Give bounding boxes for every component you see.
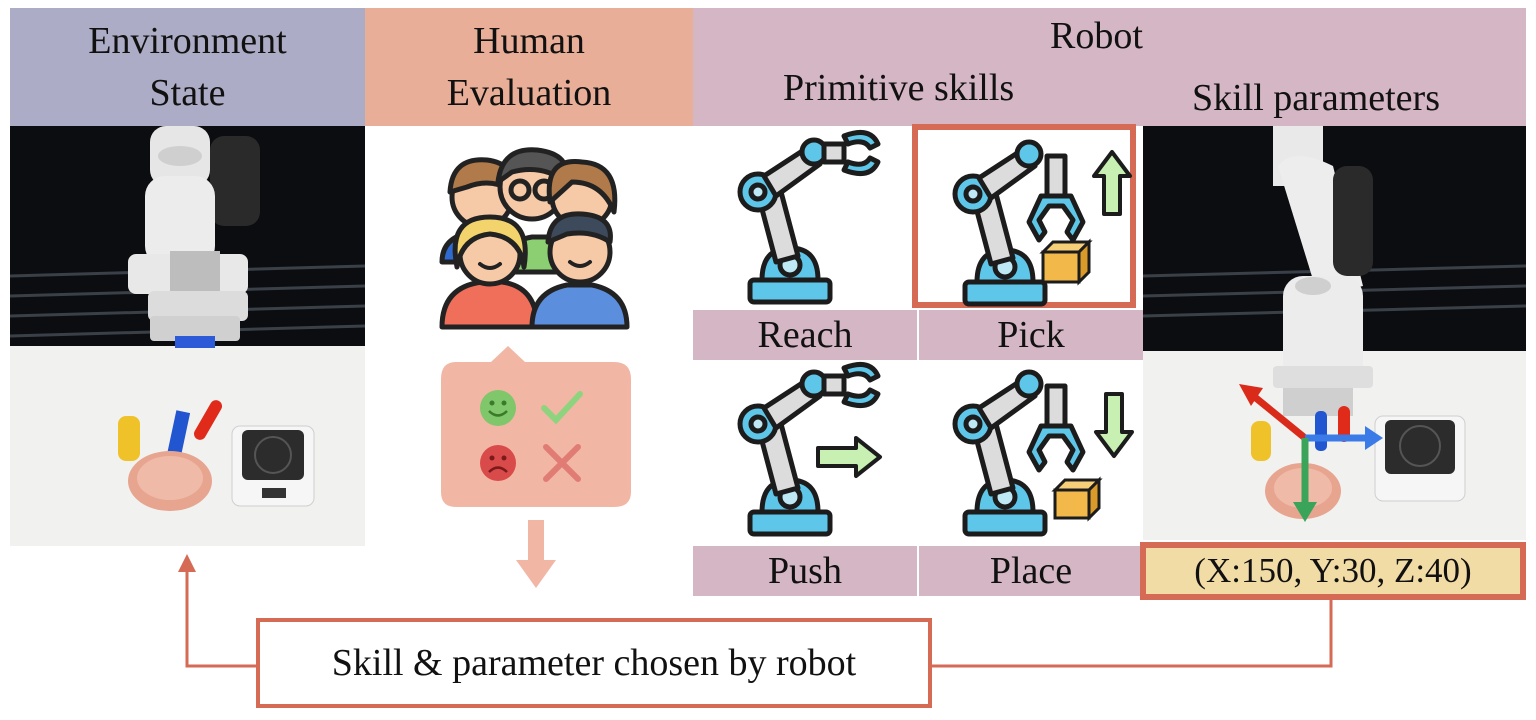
human-header-band	[365, 8, 693, 126]
reach-robot-icon	[720, 129, 881, 310]
down-arrow-icon	[1094, 392, 1134, 458]
skill-label-pick: Pick	[919, 310, 1143, 360]
environment-header-band	[10, 8, 365, 126]
human-evaluation-header: Human Evaluation	[365, 12, 693, 122]
skill-label-place: Place	[919, 546, 1143, 596]
skill-label-text: Pick	[997, 314, 1065, 356]
coordinate-axes	[1239, 384, 1383, 522]
skill-chosen-box: Skill & parameter chosen by robot	[256, 618, 932, 708]
cross-icon	[543, 444, 581, 482]
human-header-line1: Human	[473, 20, 585, 62]
smiley-face-icon	[480, 390, 516, 426]
parameter-value-text: (X:150, Y:30, Z:40)	[1194, 551, 1472, 590]
check-icon	[541, 391, 583, 425]
robot-header: Robot	[1050, 15, 1143, 57]
parameter-value-box: (X:150, Y:30, Z:40)	[1140, 542, 1526, 600]
skill-label-push: Push	[693, 546, 917, 596]
environment-photo	[10, 126, 365, 546]
skill-parameters-photo	[1143, 126, 1526, 540]
skill-parameters-header: Skill parameters	[1192, 77, 1440, 119]
environment-state-header: Environment State	[10, 12, 365, 122]
human-header-line2: Evaluation	[446, 72, 612, 114]
place-robot-icon	[935, 362, 1103, 542]
sad-face-icon	[480, 445, 516, 481]
pick-robot-icon	[935, 132, 1093, 312]
skill-label-reach: Reach	[693, 310, 917, 360]
robot-header-band	[693, 8, 1526, 126]
skill-label-text: Reach	[757, 314, 853, 356]
right-arrow-icon	[816, 436, 882, 478]
package-box-icon	[1051, 476, 1103, 522]
push-robot-icon	[720, 361, 881, 542]
environment-header-line1: Environment	[88, 20, 287, 62]
skill-chosen-text: Skill & parameter chosen by robot	[331, 642, 857, 684]
primitive-skills-header: Primitive skills	[783, 67, 1015, 109]
environment-header-line2: State	[149, 72, 226, 114]
skill-label-text: Place	[989, 550, 1073, 592]
human-to-robot-arrow	[516, 520, 556, 588]
people-group-icon	[439, 147, 630, 330]
up-arrow-icon	[1092, 150, 1132, 216]
skill-label-text: Push	[768, 550, 842, 592]
package-box-icon	[1039, 238, 1093, 286]
